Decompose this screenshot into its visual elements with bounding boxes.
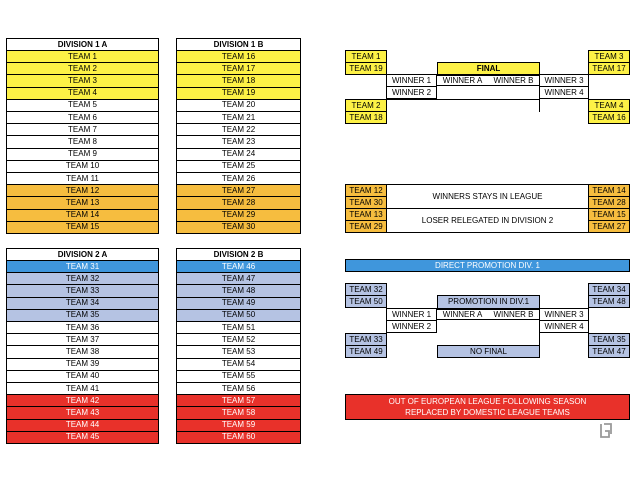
final-label: FINAL	[437, 62, 540, 75]
team-row: TEAM 40	[6, 369, 159, 383]
team-row: TEAM 60	[176, 430, 301, 444]
out-of-league-line-1: OUT OF EUROPEAN LEAGUE FOLLOWING SEASON	[388, 396, 587, 406]
bracket1-left-team: TEAM 18	[345, 111, 387, 124]
team-row: TEAM 14	[6, 208, 159, 222]
team-row: TEAM 37	[6, 333, 159, 347]
bracket2-right-team: TEAM 48	[588, 295, 630, 308]
team-row: TEAM 17	[176, 62, 301, 76]
bracket2-left-team: TEAM 49	[345, 345, 387, 358]
team-row: TEAM 45	[6, 430, 159, 444]
winner-2: WINNER 2	[386, 86, 437, 99]
team-row: TEAM 20	[176, 98, 301, 112]
team-row: TEAM 33	[6, 284, 159, 298]
team-row: TEAM 22	[176, 123, 301, 137]
team-row: TEAM 18	[176, 74, 301, 88]
bracket1-right-team: TEAM 16	[588, 111, 630, 124]
team-row: TEAM 59	[176, 418, 301, 432]
promotion-label: PROMOTION IN DIV.1	[437, 295, 540, 309]
bracket1-right-team: TEAM 17	[588, 62, 630, 75]
team-row: TEAM 54	[176, 357, 301, 371]
team-row: TEAM 34	[6, 296, 159, 310]
team-row: TEAM 19	[176, 86, 301, 100]
bracket2-right-team: TEAM 47	[588, 345, 630, 358]
relegation-left-team: TEAM 29	[345, 220, 387, 233]
team-row: TEAM 5	[6, 98, 159, 112]
winner-4: WINNER 4	[539, 86, 589, 99]
team-row: TEAM 27	[176, 184, 301, 198]
bracket-line	[386, 99, 539, 100]
team-row: TEAM 10	[6, 159, 159, 173]
direct-promotion-banner: DIRECT PROMOTION DIV. 1	[345, 259, 630, 272]
no-final-label: NO FINAL	[437, 345, 540, 358]
winner-a: WINNER A	[437, 75, 488, 86]
winner-2: WINNER 2	[386, 320, 437, 333]
team-row: TEAM 38	[6, 345, 159, 359]
team-row: TEAM 7	[6, 123, 159, 137]
team-row: TEAM 55	[176, 369, 301, 383]
team-row: TEAM 47	[176, 272, 301, 286]
team-row: TEAM 23	[176, 135, 301, 149]
team-row: TEAM 53	[176, 345, 301, 359]
team-row: TEAM 4	[6, 86, 159, 100]
team-row: TEAM 13	[6, 196, 159, 210]
out-of-league-line-2: REPLACED BY DOMESTIC LEAGUE TEAMS	[405, 407, 570, 417]
team-row: TEAM 52	[176, 333, 301, 347]
team-row: TEAM 12	[6, 184, 159, 198]
team-row: TEAM 30	[176, 220, 301, 234]
team-row: TEAM 28	[176, 196, 301, 210]
team-row: TEAM 2	[6, 62, 159, 76]
team-row: TEAM 43	[6, 406, 159, 420]
winner-4: WINNER 4	[539, 320, 589, 333]
winner-a: WINNER A	[437, 309, 488, 320]
team-row: TEAM 32	[6, 272, 159, 286]
relegation-right-team: TEAM 27	[588, 220, 630, 233]
team-row: TEAM 25	[176, 159, 301, 173]
team-row: TEAM 42	[6, 394, 159, 408]
team-row: TEAM 3	[6, 74, 159, 88]
bracket2-left-team: TEAM 50	[345, 295, 387, 308]
loser-relegated-note: LOSER RELEGATED IN DIVISION 2	[386, 208, 589, 233]
team-row: TEAM 48	[176, 284, 301, 298]
team-row: TEAM 39	[6, 357, 159, 371]
team-row: TEAM 35	[6, 308, 159, 322]
winner-b: WINNER B	[488, 309, 539, 320]
team-row: TEAM 29	[176, 208, 301, 222]
gj-logo-icon	[598, 422, 614, 440]
winner-b: WINNER B	[488, 75, 539, 86]
team-row: TEAM 44	[6, 418, 159, 432]
team-row: TEAM 49	[176, 296, 301, 310]
team-row: TEAM 9	[6, 147, 159, 161]
winner-3: WINNER 3	[539, 308, 589, 321]
bracket1-left-team: TEAM 19	[345, 62, 387, 75]
out-of-league-banner: OUT OF EUROPEAN LEAGUE FOLLOWING SEASON …	[345, 394, 630, 420]
winner-stays-note: WINNERS STAYS IN LEAGUE	[386, 184, 589, 209]
bracket2-right-team: TEAM 34	[588, 283, 630, 296]
team-row: TEAM 15	[6, 220, 159, 234]
team-row: TEAM 8	[6, 135, 159, 149]
team-row: TEAM 57	[176, 394, 301, 408]
team-row: TEAM 24	[176, 147, 301, 161]
team-row: TEAM 50	[176, 308, 301, 322]
team-row: TEAM 58	[176, 406, 301, 420]
